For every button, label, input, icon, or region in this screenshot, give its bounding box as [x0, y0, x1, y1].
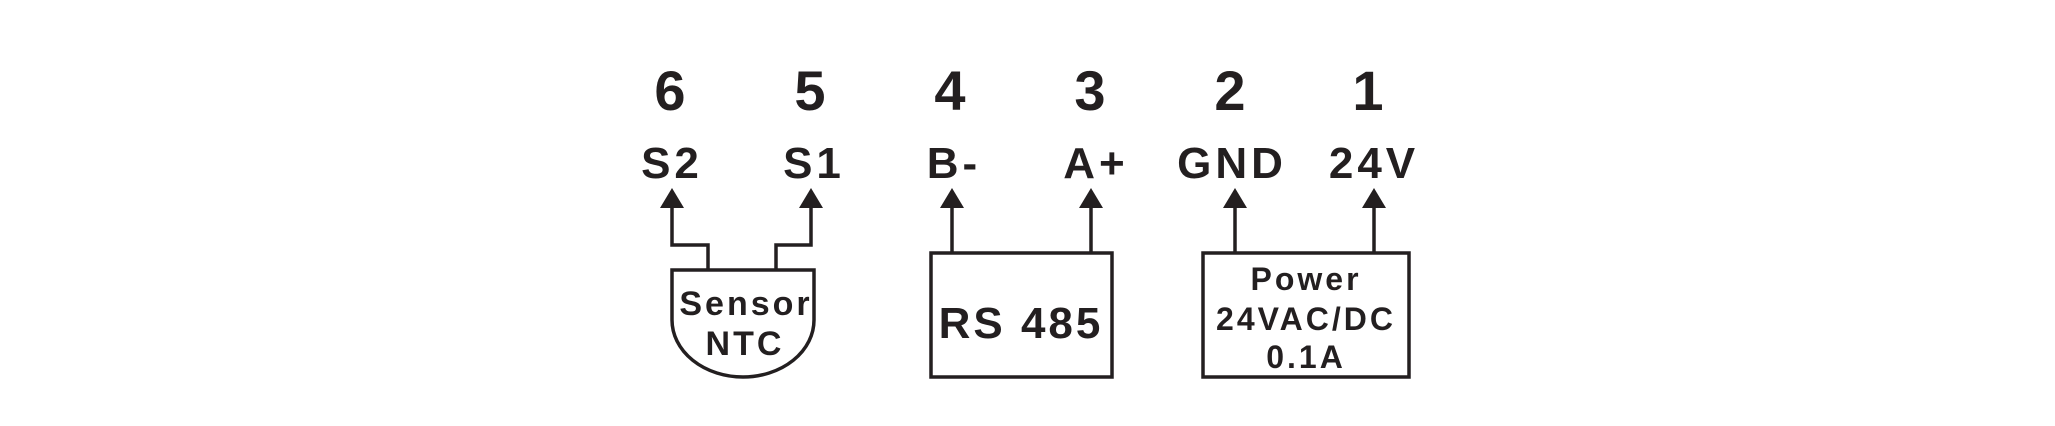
- pin-label-s2: S2: [641, 139, 703, 188]
- pin-label-gnd: GND: [1177, 139, 1287, 188]
- sensor-wire-s1: [774, 206, 813, 270]
- sensor-label: Sensor: [679, 285, 812, 323]
- arrow-up-icon: [1079, 188, 1103, 208]
- terminal-number-3: 3: [1074, 59, 1105, 122]
- arrow-up-icon: [1362, 188, 1386, 208]
- rs485-label: RS 485: [939, 299, 1104, 348]
- pin-label-24v: 24V: [1329, 139, 1419, 188]
- sensor-ntc-shape: [670, 268, 816, 379]
- sensor-wire-s2: [670, 206, 710, 270]
- terminal-number-5: 5: [794, 59, 825, 122]
- sensor-type-label: NTC: [706, 325, 785, 363]
- arrow-up-icon: [1223, 188, 1247, 208]
- terminal-number-1: 1: [1352, 59, 1383, 122]
- power-label: Power: [1250, 261, 1361, 297]
- terminal-number-6: 6: [654, 59, 685, 122]
- pin-label-a-plus: A+: [1063, 139, 1128, 188]
- terminal-number-2: 2: [1214, 59, 1245, 122]
- arrow-up-icon: [660, 188, 684, 208]
- power-current-label: 0.1A: [1266, 339, 1346, 375]
- power-box: [1201, 251, 1411, 379]
- arrow-up-icon: [799, 188, 823, 208]
- pin-label-b-minus: B-: [927, 139, 981, 188]
- rs485-box: [929, 251, 1114, 379]
- pin-label-s1: S1: [783, 139, 845, 188]
- power-voltage-label: 24VAC/DC: [1216, 301, 1396, 337]
- terminal-number-4: 4: [934, 59, 965, 122]
- arrow-up-icon: [940, 188, 964, 208]
